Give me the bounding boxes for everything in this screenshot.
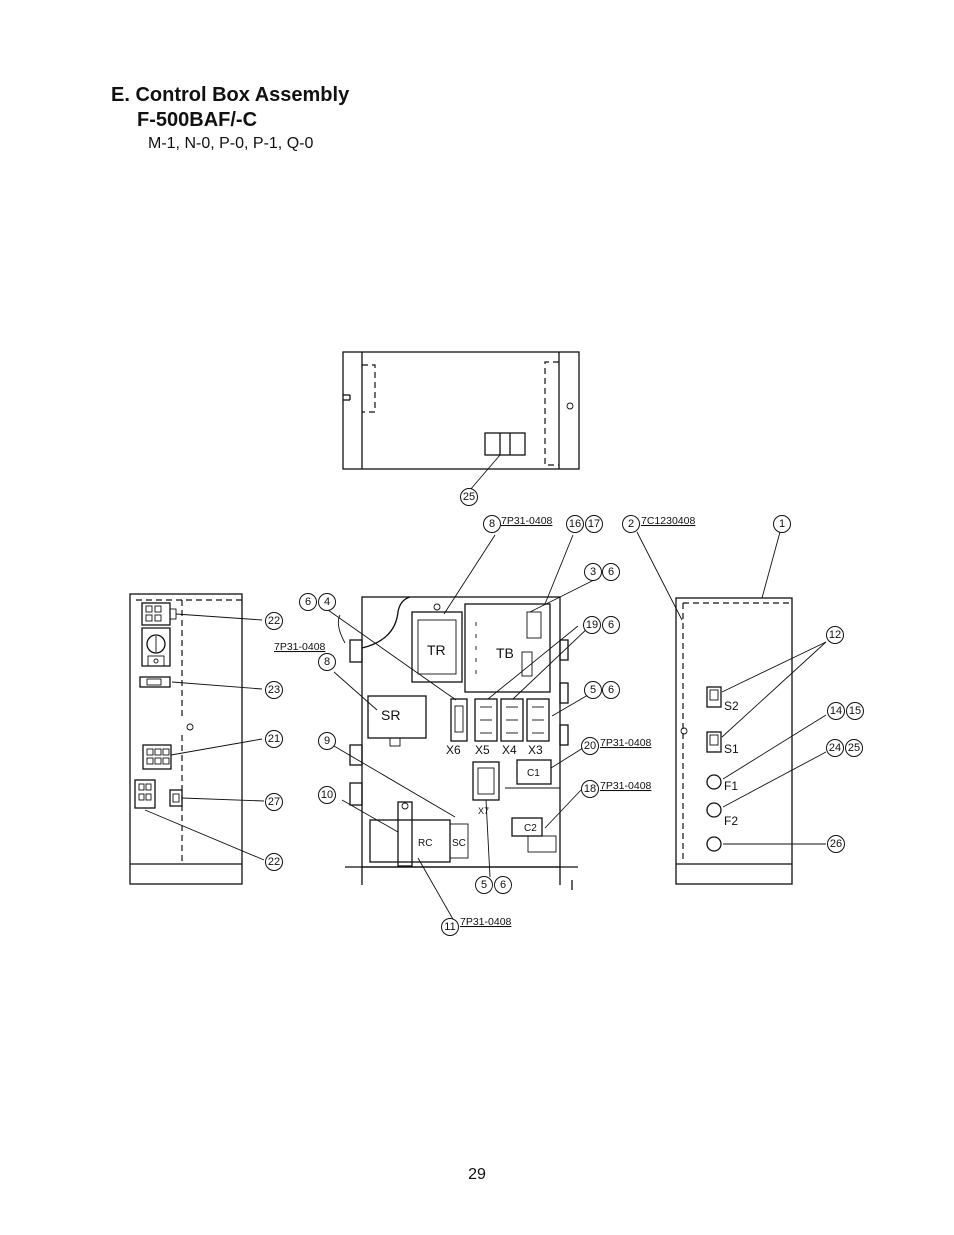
component-label: TB: [496, 645, 514, 661]
component-label: X7: [478, 806, 489, 816]
callout-25: 25: [845, 739, 863, 757]
svg-text:17: 17: [588, 518, 600, 530]
component-label: TR: [427, 642, 446, 658]
component-label: F1: [724, 779, 738, 793]
callout-16: 16: [566, 515, 584, 533]
callout-5-b: 5: [475, 876, 493, 894]
callout-23: 23: [265, 681, 283, 699]
part-number-label: 7P31-0408: [600, 780, 652, 792]
svg-text:8: 8: [324, 656, 330, 668]
svg-text:27: 27: [268, 796, 280, 808]
callout-4: 4: [318, 593, 336, 611]
svg-text:6: 6: [608, 684, 614, 696]
callout-6-e: 6: [494, 876, 512, 894]
part-number-label: 7P31-0408: [501, 515, 553, 527]
component-label: SC: [452, 838, 466, 849]
svg-text:19: 19: [586, 619, 598, 631]
svg-text:25: 25: [463, 491, 475, 503]
callout-10: 10: [318, 786, 336, 804]
callout-27: 27: [265, 793, 283, 811]
page-number: 29: [468, 1166, 486, 1183]
component-label: F2: [724, 814, 738, 828]
callout-25-top: 25: [460, 488, 478, 506]
svg-text:14: 14: [830, 705, 842, 717]
callout-3: 3: [584, 563, 602, 581]
svg-text:2: 2: [628, 518, 634, 530]
svg-text:3: 3: [590, 566, 596, 578]
svg-text:1: 1: [779, 518, 785, 530]
callout-8-top: 8: [483, 515, 501, 533]
svg-text:25: 25: [848, 742, 860, 754]
svg-text:15: 15: [849, 705, 861, 717]
front-view: [327, 534, 595, 922]
component-label: X6: [446, 743, 461, 757]
svg-text:9: 9: [324, 735, 330, 747]
callout-6-c: 6: [602, 616, 620, 634]
svg-text:16: 16: [569, 518, 581, 530]
svg-text:5: 5: [481, 879, 487, 891]
callout-18: 18: [581, 780, 599, 798]
model-variants: M-1, N-0, P-0, P-1, Q-0: [148, 135, 314, 152]
svg-text:21: 21: [268, 733, 280, 745]
model-number: F-500BAF/-C: [137, 109, 258, 131]
callout-15: 15: [846, 702, 864, 720]
callout-9: 9: [318, 732, 336, 750]
component-label: X5: [475, 743, 490, 757]
callout-8-left: 8: [318, 653, 336, 671]
svg-text:12: 12: [829, 629, 841, 641]
top-view: [342, 351, 580, 491]
callout-5-a: 5: [584, 681, 602, 699]
callout-2: 2: [622, 515, 640, 533]
svg-text:24: 24: [829, 742, 841, 754]
svg-text:10: 10: [321, 789, 333, 801]
svg-text:22: 22: [268, 856, 280, 868]
callout-6-d: 6: [602, 681, 620, 699]
component-label: S1: [724, 742, 739, 756]
svg-text:4: 4: [324, 596, 330, 608]
svg-text:26: 26: [830, 838, 842, 850]
svg-text:6: 6: [608, 619, 614, 631]
component-label: C1: [527, 768, 540, 779]
svg-text:6: 6: [500, 879, 506, 891]
svg-text:23: 23: [268, 684, 280, 696]
component-label: X4: [502, 743, 517, 757]
svg-text:6: 6: [305, 596, 311, 608]
callout-17: 17: [585, 515, 603, 533]
callout-6-a: 6: [602, 563, 620, 581]
callout-1: 1: [773, 515, 791, 533]
callout-12: 12: [826, 626, 844, 644]
callout-14: 14: [827, 702, 845, 720]
component-label: S2: [724, 699, 739, 713]
svg-text:22: 22: [268, 615, 280, 627]
part-number-label: 7P31-0408: [600, 737, 652, 749]
svg-text:20: 20: [584, 740, 596, 752]
callout-21: 21: [265, 730, 283, 748]
svg-text:18: 18: [584, 783, 596, 795]
callout-20: 20: [581, 737, 599, 755]
component-label: SR: [381, 707, 400, 723]
callout-22-bottom: 22: [265, 853, 283, 871]
callout-6-b: 6: [299, 593, 317, 611]
svg-text:11: 11: [444, 921, 455, 933]
svg-text:6: 6: [608, 566, 614, 578]
component-label: RC: [418, 838, 432, 849]
component-label: C2: [524, 823, 537, 834]
svg-text:8: 8: [489, 518, 495, 530]
section-title: E. Control Box Assembly: [111, 84, 350, 106]
component-label: X3: [528, 743, 543, 757]
part-number-label: 7P31-0408: [274, 641, 326, 653]
left-side-view: [129, 593, 265, 885]
callout-22-top: 22: [265, 612, 283, 630]
svg-text:5: 5: [590, 684, 596, 696]
part-number-label: 7P31-0408: [460, 916, 512, 928]
callout-24: 24: [826, 739, 844, 757]
callout-19: 19: [583, 616, 601, 634]
callout-11: 11: [441, 918, 459, 936]
right-side-view: [636, 531, 827, 885]
callout-26: 26: [827, 835, 845, 853]
part-number-label: 7C1230408: [641, 515, 695, 527]
